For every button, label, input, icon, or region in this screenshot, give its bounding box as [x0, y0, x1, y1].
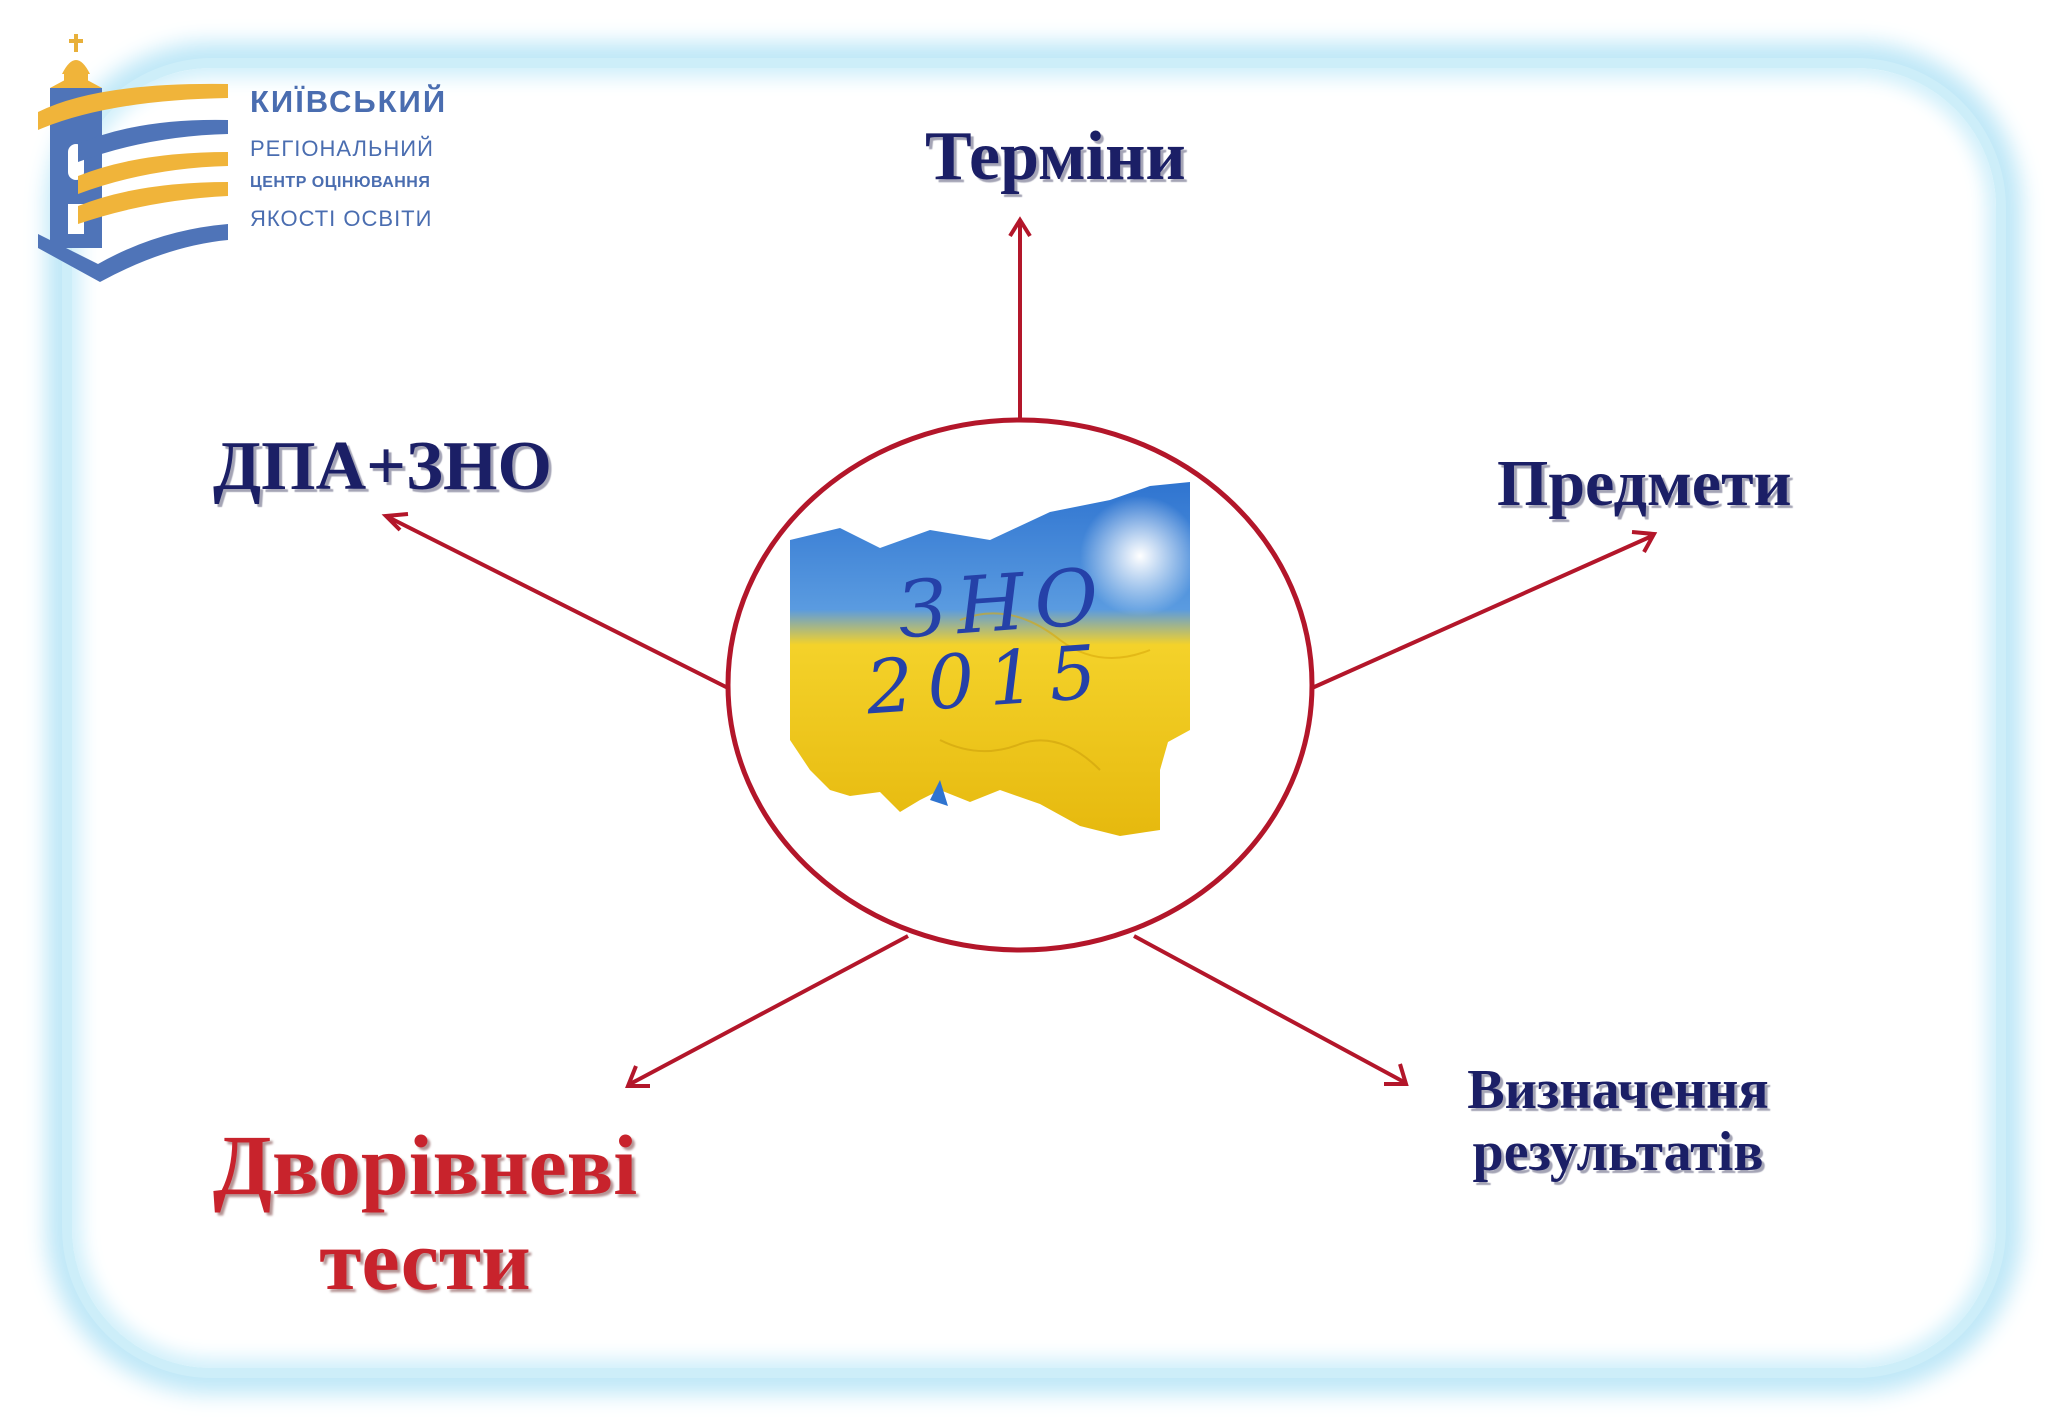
kyiv-center-logo: КИЇВСЬКИЙ РЕГІОНАЛЬНИЙ ЦЕНТР ОЦІНЮВАННЯ … [38, 34, 468, 284]
node-terms: Терміни [925, 118, 1186, 195]
node-subjects: Предмети [1497, 447, 1792, 520]
logo-subtitle-3: ЯКОСТІ ОСВІТИ [250, 206, 433, 231]
logo-title: КИЇВСЬКИЙ [250, 84, 448, 119]
node-two-level-tests: Дворівневі тести [195, 1118, 655, 1307]
node-tests-line1: Дворівневі [212, 1117, 638, 1213]
arrow-to-subjects [1311, 530, 1658, 690]
logo-subtitle-2: ЦЕНТР ОЦІНЮВАННЯ [250, 174, 431, 191]
logo-subtitle-1: РЕГІОНАЛЬНИЙ [250, 136, 434, 161]
logo-emblem-icon [38, 34, 228, 282]
node-dpa-zno: ДПА+ЗНО [213, 428, 552, 505]
node-results-line2: результатів [1472, 1120, 1764, 1183]
node-tests-line2: тести [319, 1211, 531, 1308]
node-results: Визначення результатів [1448, 1059, 1788, 1183]
arrow-to-terms [1008, 216, 1032, 424]
arrow-to-results [1133, 934, 1409, 1086]
arrow-to-tests [625, 934, 909, 1088]
node-results-line1: Визначення [1467, 1059, 1769, 1121]
center-title-zno: ЗНО [895, 552, 1111, 656]
arrow-to-dpa [381, 512, 729, 690]
center-title-year: 2015 [862, 629, 1113, 732]
ukraine-map-image [790, 482, 1200, 836]
